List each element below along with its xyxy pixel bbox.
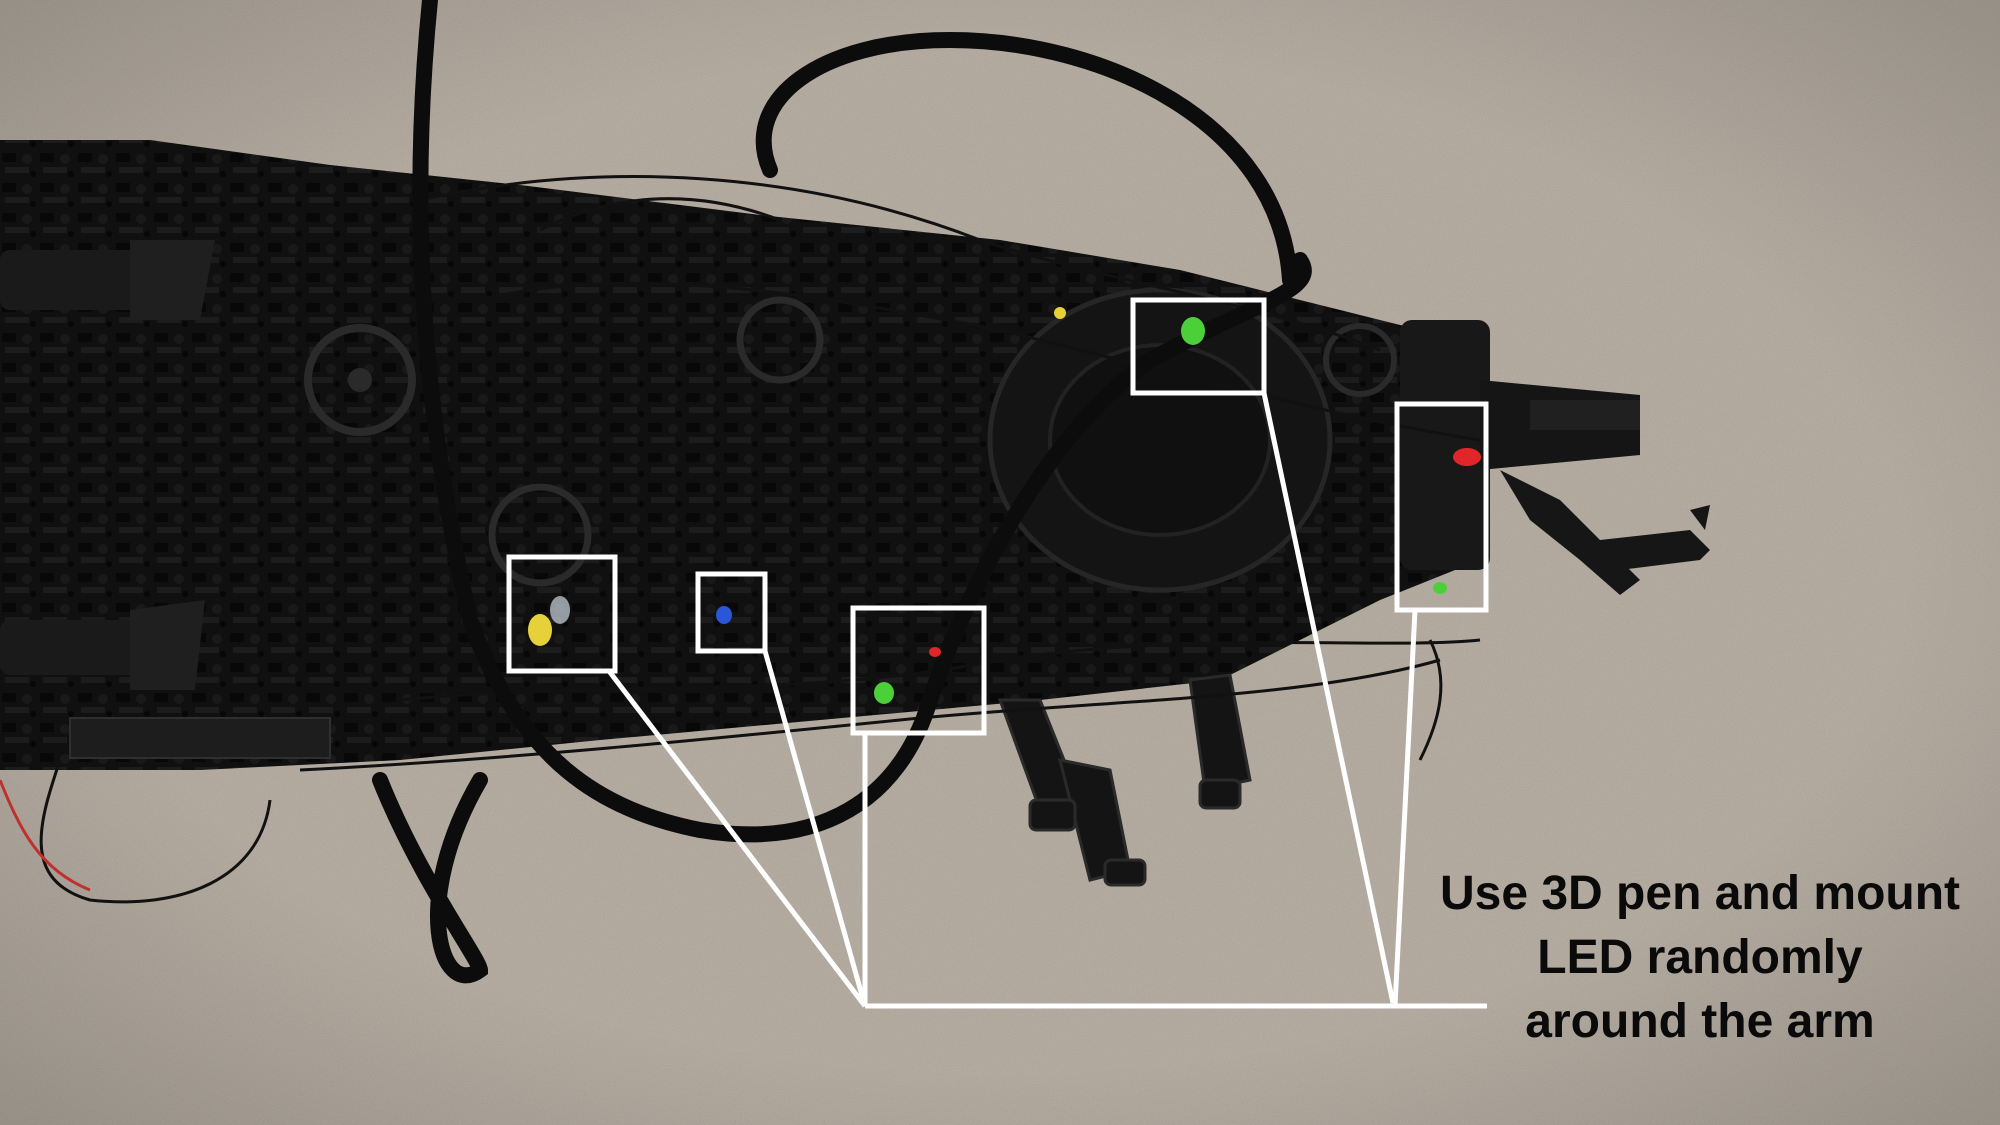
led-wires <box>39 175 1481 904</box>
led-indicators <box>528 307 1481 704</box>
led-callout-red <box>1394 401 1489 613</box>
caption-line-2: LED randomly <box>1537 931 1863 984</box>
led-red <box>1453 448 1481 466</box>
caption-line-3: around the arm <box>1525 995 1875 1048</box>
led-callout-green-upper <box>1130 297 1267 396</box>
callout-overlay <box>506 297 1489 1009</box>
robot-arm-model <box>0 140 1710 887</box>
led-blue <box>716 606 732 624</box>
annotation-caption: Use 3D pen and mount LED randomly around… <box>1415 862 1985 1054</box>
led-callout-green-lower <box>850 605 987 736</box>
led-yellow <box>528 614 552 646</box>
leader-lines <box>607 392 1487 1009</box>
caption-line-1: Use 3D pen and mount <box>1439 867 1961 920</box>
power-cable <box>372 0 1312 984</box>
led-green-lower <box>874 682 894 704</box>
led-green-upper <box>1181 317 1205 345</box>
led-callout-yellow <box>506 554 618 674</box>
led-callout-blue <box>695 571 768 654</box>
